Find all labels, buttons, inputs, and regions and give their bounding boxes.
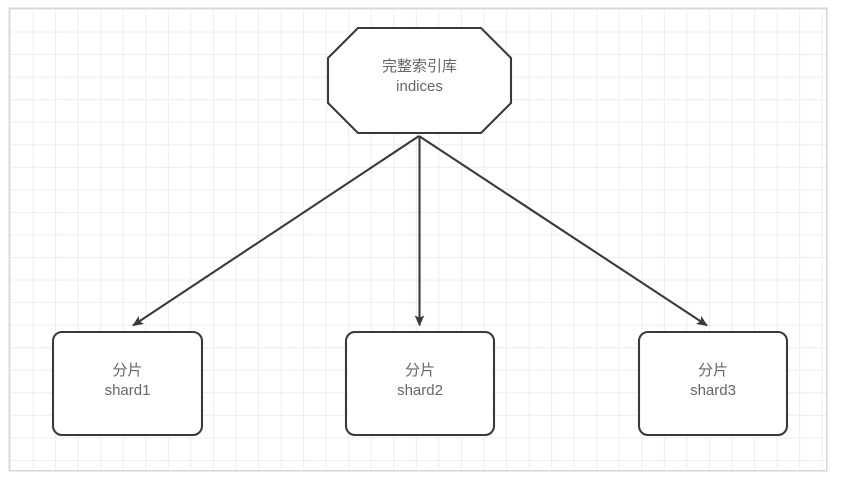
node-shard3-label: 分片 shard3	[638, 361, 788, 401]
node-shard2[interactable]	[344, 330, 496, 437]
node-indices[interactable]	[326, 26, 513, 135]
node-shard2-label: 分片 shard2	[345, 361, 495, 401]
edge-indices-shard3[interactable]	[418, 135, 708, 327]
node-shard1-label-cn: 分片	[112, 362, 143, 379]
node-shard2-label-cn: 分片	[404, 362, 435, 379]
connector-group	[132, 135, 708, 327]
node-indices-label: 完整索引库 indices	[327, 57, 512, 97]
node-shard2-label-en: shard2	[397, 381, 443, 399]
edge-indices-shard1[interactable]	[132, 135, 420, 327]
node-shard1[interactable]	[51, 330, 204, 437]
node-shard3[interactable]	[637, 330, 789, 437]
node-shard3-label-en: shard3	[690, 381, 736, 399]
node-shard1-label: 分片 shard1	[52, 361, 203, 401]
node-shard1-label-en: shard1	[104, 381, 151, 399]
node-indices-label-cn: 完整索引库	[381, 58, 457, 75]
node-shard3-label-cn: 分片	[697, 362, 728, 379]
node-indices-label-en: indices	[396, 77, 443, 95]
